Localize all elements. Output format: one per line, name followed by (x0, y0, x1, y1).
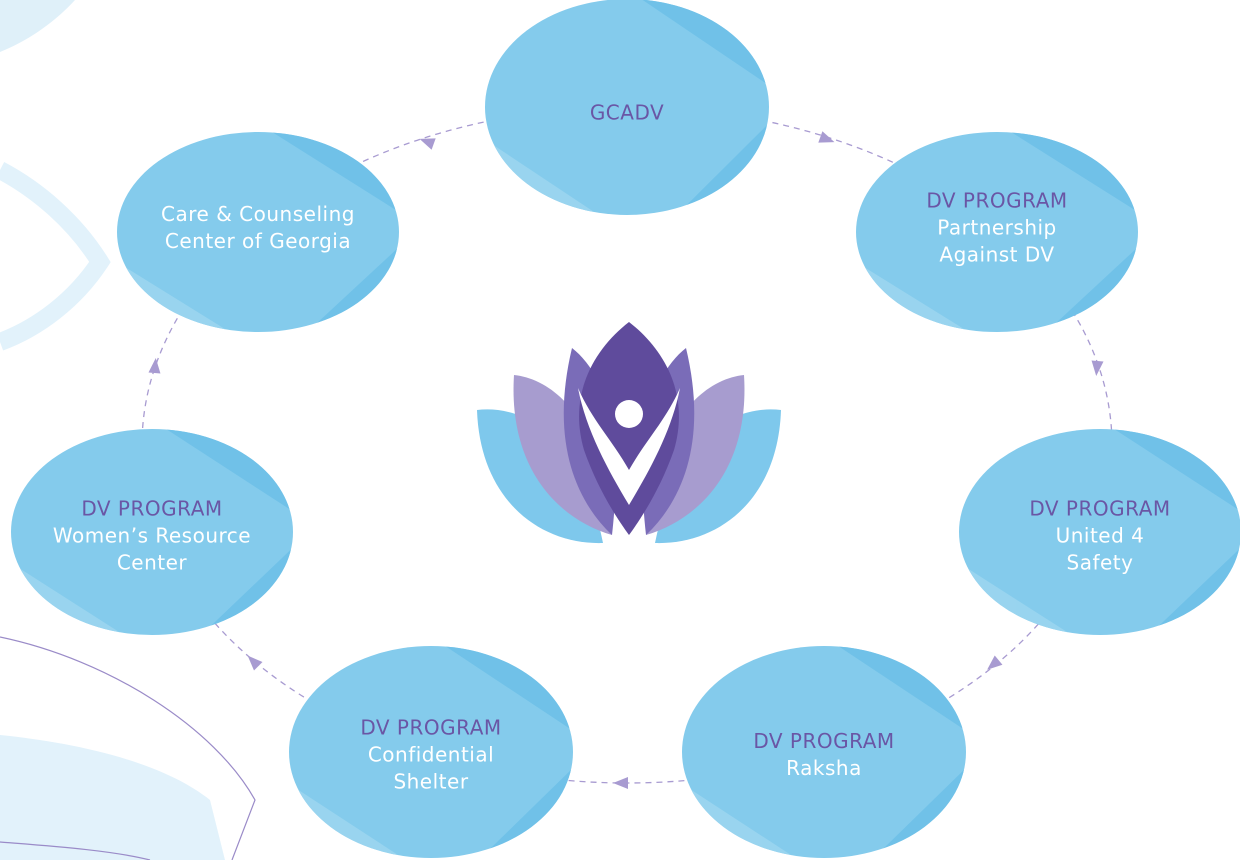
node-ellipse (682, 646, 966, 858)
decor-bottom-left-line (0, 636, 256, 861)
node-partnership (856, 132, 1138, 332)
figure-head (615, 400, 643, 428)
decor-bottom-left-fan (0, 735, 225, 860)
node-confidential (289, 646, 573, 858)
node-womens (11, 429, 293, 635)
background-decor (0, 0, 256, 861)
connector-arrowhead (818, 131, 835, 143)
connector-arrows (148, 131, 1104, 789)
node-united4safety (959, 429, 1240, 635)
connector-arrowhead (148, 358, 161, 374)
connector-arrowhead (987, 655, 1003, 670)
node-raksha (682, 646, 966, 858)
node-ellipse (959, 429, 1240, 635)
connector-arrowhead (247, 655, 263, 671)
decor-bottom-left-line-2 (0, 841, 151, 861)
node-ellipse (117, 132, 399, 332)
node-ellipse (289, 646, 573, 858)
petal-top-center (579, 322, 679, 535)
node-ellipse (856, 132, 1138, 332)
decor-top-left-arc (0, 0, 75, 52)
decor-left-leaf (0, 162, 111, 351)
connector-arrowhead (419, 138, 436, 150)
connector-arrowhead (613, 777, 628, 789)
connector-arrowhead (1091, 360, 1104, 376)
node-care (117, 132, 399, 332)
node-ellipse (485, 0, 769, 215)
node-gcadv (485, 0, 769, 215)
figure-body (578, 388, 680, 505)
node-ellipse (11, 429, 293, 635)
lotus-logo-icon (477, 322, 781, 544)
